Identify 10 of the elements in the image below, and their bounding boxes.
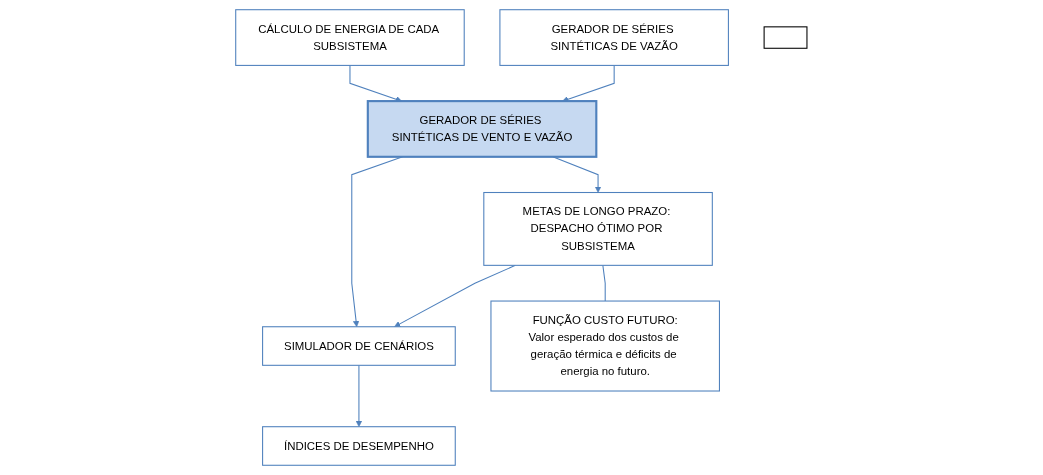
node-box: FUNÇÃO CUSTO FUTURO: Valor esperado dos custos de geração térmica e déficits de energia no futuro.	[490, 300, 721, 392]
node-box: GERADOR DE SÉRIES SINTÉTICAS DE VENTO E VAZÃO	[366, 100, 598, 158]
node-box: GERADOR DE SÉRIES SINTÉTICAS DE VAZÃO	[499, 9, 730, 66]
node-box: METAS DE LONGO PRAZO: DESPACHO ÓTIMO POR SUBSISTEMA	[483, 191, 713, 266]
node-box: SIMULADOR DE CENÁRIOS	[262, 326, 456, 366]
arrow	[355, 364, 363, 427]
connector	[602, 264, 606, 302]
node-box: ÍNDICES DE DESEMPENHO	[262, 426, 456, 466]
node-box: CÁLCULO DE ENERGIA DE CADA SUBSISTEMA	[235, 9, 465, 66]
node-box	[763, 26, 808, 49]
